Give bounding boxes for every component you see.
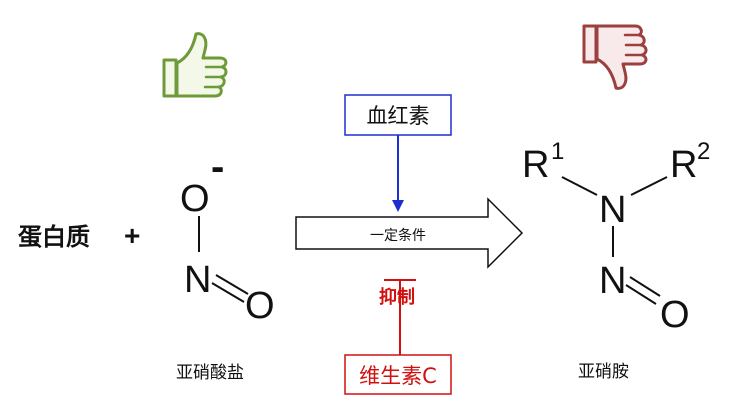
nitrite-double-bond-a xyxy=(215,274,249,295)
product-r2: R xyxy=(670,144,697,186)
product-nitrogen-1: N xyxy=(599,189,626,231)
product-r1-superscript: 1 xyxy=(551,138,564,165)
nitrite-structure: O - N O xyxy=(180,145,275,327)
protein-label: 蛋白质 xyxy=(18,223,90,251)
thumbs-up-icon xyxy=(162,32,228,98)
product-r1: R xyxy=(522,144,549,186)
plus-sign: + xyxy=(124,220,140,251)
product-name: 亚硝胺 xyxy=(578,362,629,382)
inhibitor-label: 维生素C xyxy=(359,364,437,388)
nitrite-name: 亚硝酸盐 xyxy=(176,363,244,383)
product-double-bond-b xyxy=(625,284,657,305)
product-nitrogen-2: N xyxy=(599,260,626,302)
bond-n-r2 xyxy=(630,176,668,196)
bond-r1-n xyxy=(561,176,598,196)
catalyst-arrow-head xyxy=(392,200,404,212)
nitrite-charge: - xyxy=(211,145,224,189)
product-oxygen: O xyxy=(660,294,690,336)
reaction-arrow xyxy=(295,197,524,269)
nitrite-oxygen-right: O xyxy=(245,285,275,327)
nitrite-double-bond-b xyxy=(211,282,245,303)
product-r2-superscript: 2 xyxy=(697,138,710,165)
thumbs-down-icon xyxy=(582,24,648,90)
nitrosamine-structure: R 1 R 2 N N O xyxy=(522,138,710,336)
product-double-bond-a xyxy=(629,276,661,297)
catalyst-label: 血红素 xyxy=(367,104,430,128)
nitrite-nitrogen: N xyxy=(184,259,211,301)
reaction-condition-label: 一定条件 xyxy=(370,227,426,244)
inhibitor-box xyxy=(344,354,452,395)
inhibition-verb: 抑制 xyxy=(379,287,415,308)
nitrite-oxygen-top: O xyxy=(180,178,210,220)
